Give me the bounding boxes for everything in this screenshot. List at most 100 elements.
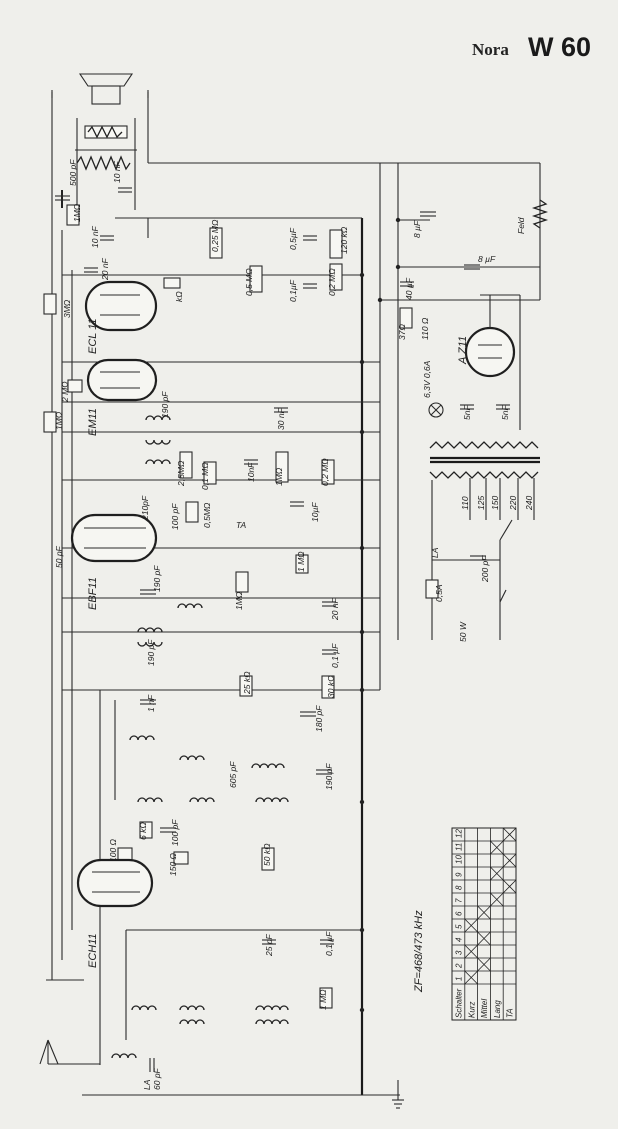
label-2m: 2 MΩ (60, 381, 70, 403)
label-ech11: ECH11 (87, 933, 99, 968)
label-210pf: 210pF (140, 495, 150, 521)
table-header-cell: 1 (455, 977, 464, 981)
label-190pf-c: 190 pF (146, 639, 156, 666)
label-05uf: 0,5µF (288, 227, 298, 250)
label-25pf: 25 pF (264, 933, 274, 957)
label-1m-a: 1MΩ (72, 203, 82, 222)
table-cross-mark (490, 892, 504, 907)
table-cross-mark (477, 931, 491, 946)
label-40uf: 40 µF (404, 277, 414, 300)
table-cross-mark (477, 957, 491, 972)
label-6k: 6 kΩ (138, 822, 148, 840)
table-cross-mark (490, 866, 504, 881)
tube-ebf11: 50 pF EBF11 1 MΩ (54, 513, 309, 610)
label-02m-a: 0,2 MΩ (327, 268, 337, 296)
label-110: 110 (460, 496, 470, 510)
output-stage: 500 pF 1MΩ 10 nF 10 nF 20 nF 3MΩ (43, 159, 362, 318)
label-025m: 0,25 MΩ (210, 219, 220, 252)
label-01uf-c: 0,1 µF (324, 931, 334, 956)
label-110-ohm: 110 Ω (420, 317, 430, 340)
label-30nf: 30 nF (276, 407, 286, 430)
label-02m-b: 0,2 MΩ (320, 458, 330, 486)
label-ecl11: ECL 11 (87, 318, 99, 354)
input-section: 25 pF 0,1 µF 1 MΩ LA 60 pF (111, 929, 362, 1090)
label-05a: 0,5A (434, 584, 444, 602)
supply-line (62, 163, 541, 691)
label-20nf-a: 20 nF (100, 257, 110, 281)
label-500pf: 500 pF (68, 159, 78, 186)
label-feld: Feld (516, 217, 526, 234)
label-10uf: 10µF (310, 502, 320, 522)
label-1m-b: 1MΩ (54, 411, 64, 430)
label-1m-c: 1MΩ (274, 467, 284, 486)
label-100pf-a: 100 pF (170, 503, 180, 530)
rf-section: 25 kΩ 30 kΩ 1 nF 180 pF 605 pF 190 pF 6 … (108, 671, 336, 876)
label-5nf-b: 5nF (500, 405, 510, 420)
label-10nf-a: 10 nF (112, 160, 122, 183)
table-header-cell: 7 (455, 898, 464, 903)
if-filter-1: 190 pF 1MΩ 20 nF 190 pF 0,1 µF (137, 565, 340, 668)
label-1m-e: 1MΩ (234, 591, 244, 610)
label-10nf-b: 10 nF (90, 225, 100, 248)
mains-input: 200 pF LA 0,5A 50 W (425, 480, 507, 642)
table-row-label: Mittel (480, 999, 489, 1018)
label-1m-f: 1 MΩ (318, 989, 328, 1010)
table-header-cell: 3 (455, 950, 464, 955)
header-brand: Nora W 60 (470, 32, 610, 68)
label-em11: EM11 (87, 408, 99, 436)
table-cross-mark (477, 905, 491, 920)
label-05m-b: 0,5MΩ (202, 502, 212, 528)
label-8uf-b: 8 µF (478, 254, 496, 264)
table-header-cell: 9 (455, 872, 464, 877)
label-la-b: LA (142, 1079, 152, 1090)
label-200pf: 200 pF (480, 555, 490, 583)
antenna-icon (39, 1039, 100, 1065)
label-100-ohm: 100 Ω (108, 838, 118, 862)
label-01uf-b: 0,1 µF (330, 643, 340, 668)
label-150-ohm: 150 Ω (168, 852, 178, 876)
label-8uf-a: 8 µF (412, 220, 422, 238)
label-k: kΩ (174, 291, 184, 302)
table-header-cell: 12 (455, 829, 464, 838)
table-cross-mark (464, 970, 478, 985)
table-row-label: Kurz (467, 1002, 476, 1018)
label-37: 37Ω (397, 324, 407, 340)
table-cross-mark (502, 827, 517, 842)
tube-ecl11: ECL 11 (84, 280, 158, 354)
label-25m: 2,5MΩ (176, 460, 186, 487)
table-header-cell: 5 (455, 924, 464, 929)
label-50w: 50 W (458, 621, 468, 642)
label-125: 125 (476, 496, 486, 510)
table-cross-mark (464, 918, 478, 933)
table-cross-mark (502, 853, 517, 868)
label-190pf-b: 190 pF (152, 565, 162, 592)
brand-name: Nora (472, 40, 509, 59)
label-220: 220 (508, 496, 518, 511)
table-header-cell: 10 (455, 855, 464, 864)
table-header-cell: 6 (455, 911, 464, 916)
table-row-label: TA (506, 1008, 515, 1018)
label-605pf: 605 pF (228, 761, 238, 788)
label-1nf: 1 nF (146, 694, 156, 712)
bus-junctions (359, 217, 401, 1013)
label-10nf-c: 10nF (246, 462, 256, 482)
label-190pf-a: 190 pF (160, 391, 170, 418)
tube-ech11: ECH11 (76, 858, 154, 968)
power-transformer: 110 125 150 220 240 (429, 441, 540, 640)
label-240: 240 (524, 496, 534, 511)
model-name: W 60 (528, 32, 592, 62)
label-ebf11: EBF11 (87, 577, 99, 610)
tube-em11: 2 MΩ 1MΩ EM11 (43, 358, 158, 436)
label-1m-d: 1 MΩ (296, 551, 306, 572)
if-frequency-label: ZF=468/473 kHz (413, 910, 425, 993)
tube-az11: A Z11 (457, 294, 521, 430)
table-cross-mark (490, 840, 504, 855)
loudspeaker-icon (75, 73, 137, 210)
label-20nf-b: 20 nF (330, 597, 340, 621)
label-ta: TA (236, 520, 247, 530)
ground-bus (82, 218, 404, 1109)
label-190pf-d: 190 pF (324, 763, 334, 790)
